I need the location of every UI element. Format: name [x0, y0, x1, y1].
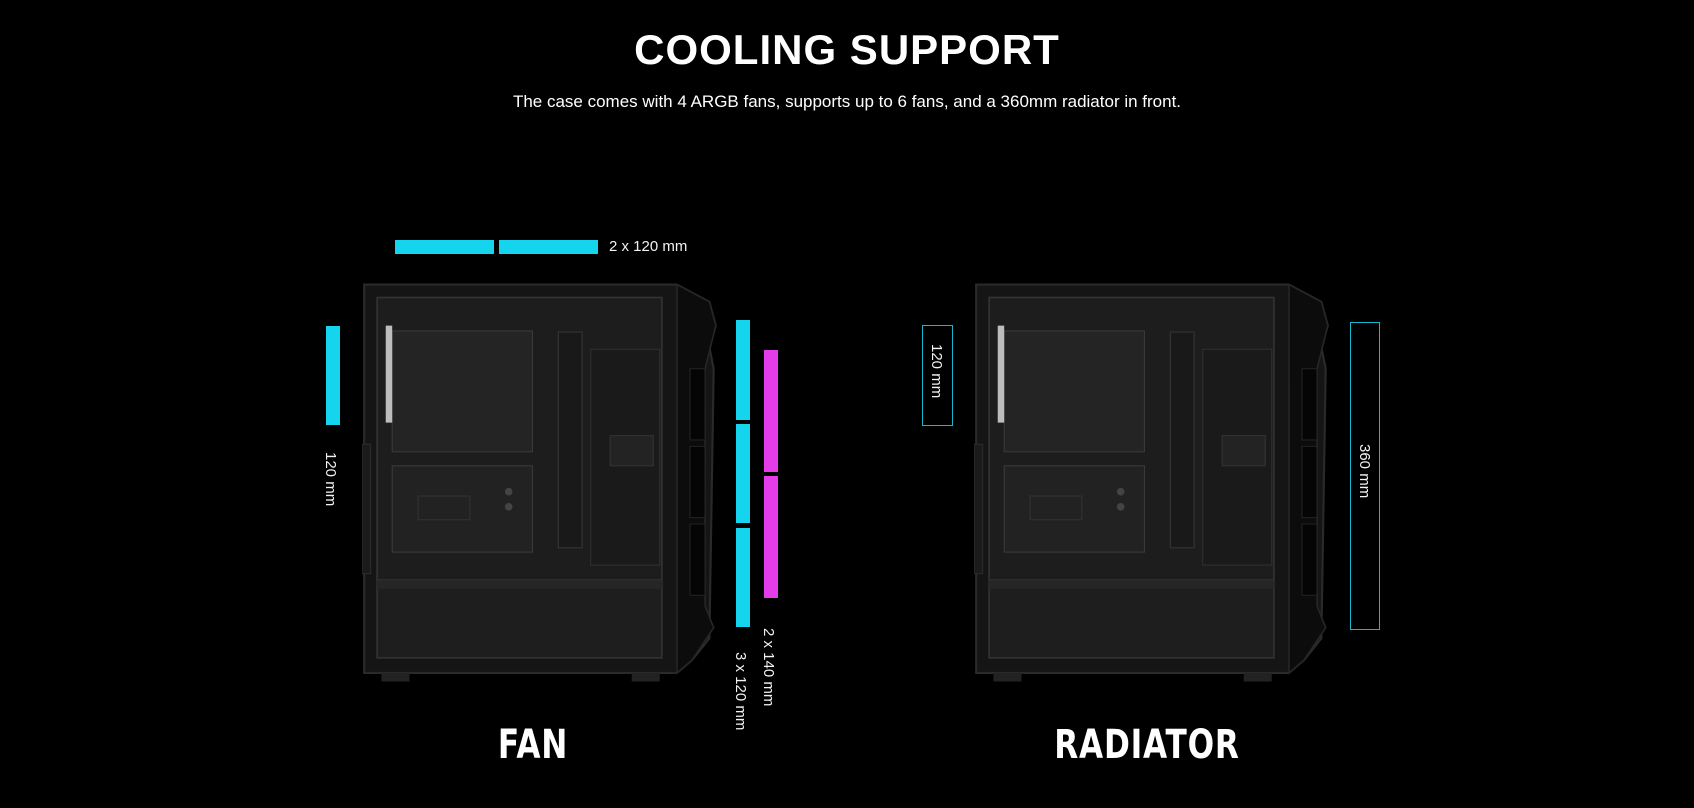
front-fan-120-bar-2	[736, 424, 750, 523]
front-radiator-label: 360 mm	[1356, 444, 1373, 499]
front-fan-140-label: 2 x 140 mm	[760, 628, 777, 707]
rear-radiator-label: 120 mm	[928, 344, 945, 399]
rear-fan-bar	[326, 326, 340, 425]
front-fan-120-bar-1	[736, 320, 750, 420]
rear-radiator-outline	[922, 325, 953, 426]
fan-heading: FAN	[497, 722, 569, 768]
top-fan-label: 2 x 120 mm	[609, 238, 688, 255]
front-fan-120-label: 3 x 120 mm	[732, 652, 749, 731]
front-fan-140-bar-2	[764, 476, 778, 598]
front-radiator-outline	[1350, 322, 1380, 630]
radiator-case-image	[974, 282, 1330, 682]
page-subtitle: The case comes with 4 ARGB fans, support…	[512, 92, 1182, 111]
fan-case-image	[362, 282, 718, 682]
page-title: COOLING SUPPORT	[634, 26, 1060, 73]
radiator-heading: RADIATOR	[1054, 722, 1240, 768]
top-fan-bar-2	[499, 240, 598, 254]
front-fan-140-bar-1	[764, 350, 778, 472]
front-fan-120-bar-3	[736, 528, 750, 627]
top-fan-bar-1	[395, 240, 494, 254]
rear-fan-label: 120 mm	[322, 452, 339, 507]
